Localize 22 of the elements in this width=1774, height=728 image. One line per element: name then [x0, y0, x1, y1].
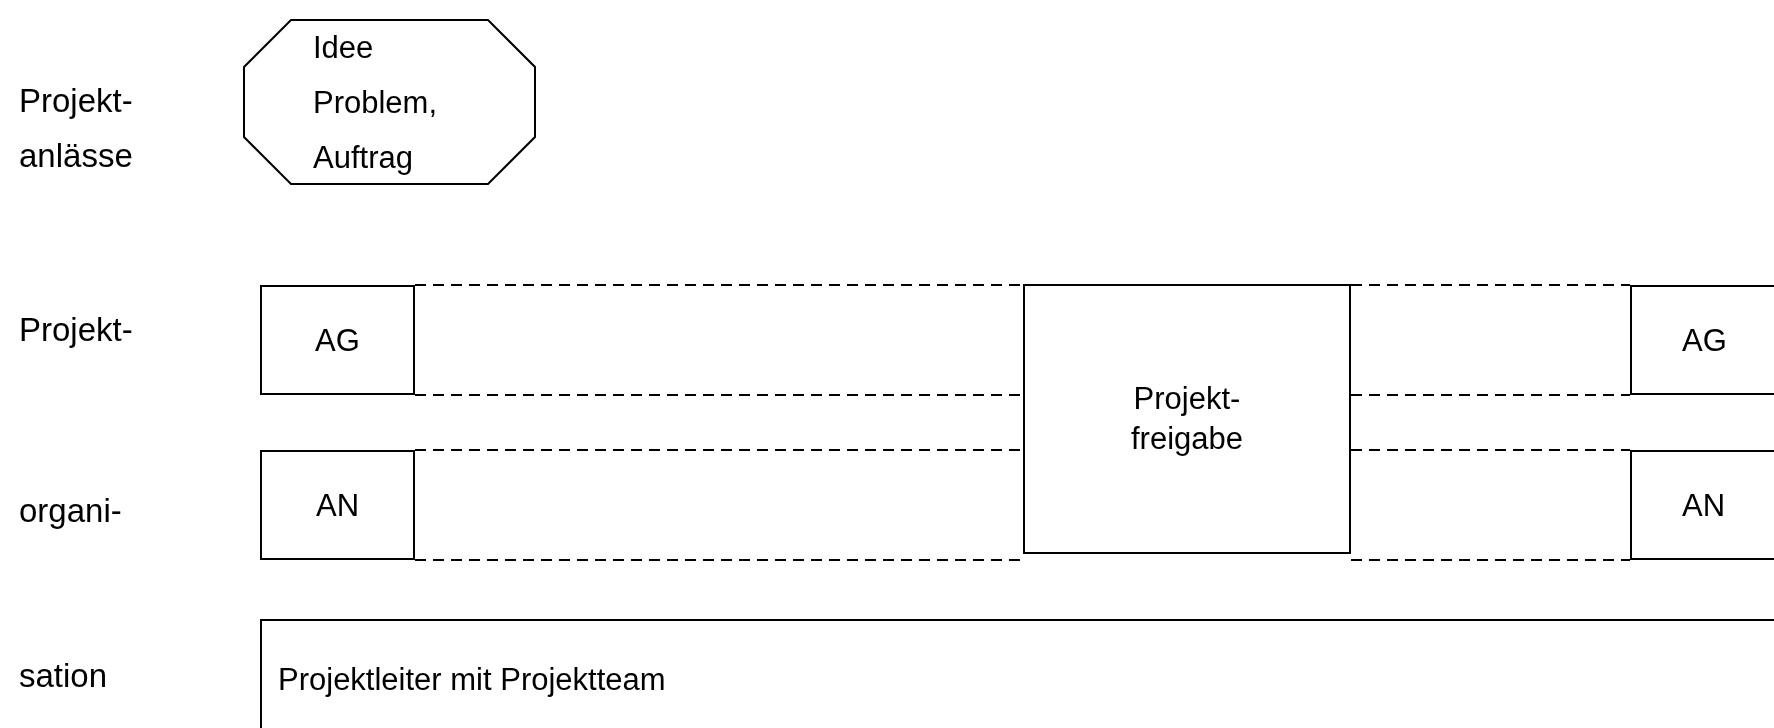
node-label: Idee Problem, Auftrag: [313, 28, 439, 177]
dashed-connector: [1350, 449, 1631, 451]
wide-box: [260, 619, 1774, 728]
node-label: AN: [315, 486, 360, 525]
node-label: Projekt- freigabe: [1130, 380, 1244, 458]
dashed-connector: [1350, 284, 1631, 286]
process-box: [260, 450, 415, 560]
node-label: AG: [1682, 321, 1727, 360]
row-label: Projekt- anlässe: [19, 81, 134, 176]
node-label: Projektleiter mit Projektteam: [278, 660, 666, 699]
row-label: organi-: [19, 491, 123, 531]
node-label: AG: [315, 321, 360, 360]
node-label: AN: [1682, 486, 1726, 525]
dashed-connector: [1350, 559, 1631, 561]
row-label: Projekt-: [19, 310, 134, 350]
process-box: [1023, 284, 1351, 554]
octagon-shape: [243, 19, 536, 185]
process-box: [1630, 285, 1774, 395]
dashed-connector: [1350, 394, 1631, 396]
process-box: [260, 285, 415, 395]
process-box: [1630, 450, 1774, 560]
row-label: sation: [19, 656, 109, 696]
